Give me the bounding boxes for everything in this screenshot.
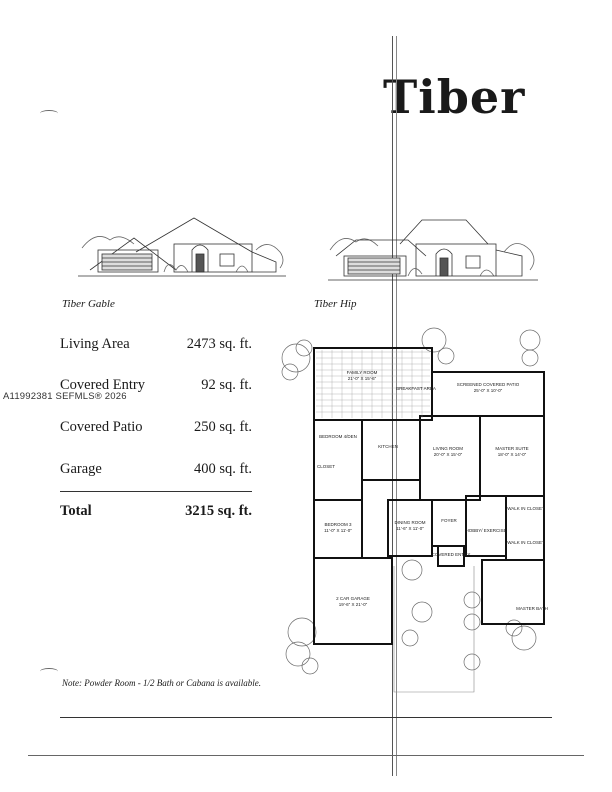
room-dims-living: 20'-0" X 15'-0" — [434, 452, 463, 457]
spec-label: Living Area — [60, 336, 130, 352]
spec-row-living-area: Living Area 2473 sq. ft. — [60, 336, 252, 358]
room-label-covered-entry: COVERED ENTRY — [432, 552, 471, 557]
room-dims-master: 18'-0" X 14'-0" — [498, 452, 527, 457]
plan-note: Note: Powder Room - 1/2 Bath or Cabana i… — [62, 678, 261, 688]
total-label: Total — [60, 503, 92, 519]
room-label-living: LIVING ROOM — [433, 446, 463, 451]
room-label-walkin-1: WALK IN CLOSET — [507, 506, 545, 511]
footer-rule — [28, 755, 584, 756]
room-label-closet: CLOSET — [317, 464, 335, 469]
spec-row-covered-patio: Covered Patio 250 sq. ft. — [60, 419, 252, 441]
spec-label: Covered Patio — [60, 419, 143, 435]
room-label-family: FAMILY ROOM — [347, 370, 378, 375]
total-divider — [60, 491, 252, 492]
room-label-master: MASTER SUITE — [495, 446, 528, 451]
footer-rule — [60, 717, 552, 718]
spec-value: 92 sq. ft. — [201, 377, 252, 393]
room-label-kitchen: KITCHEN — [378, 444, 398, 449]
spec-label: Garage — [60, 461, 102, 477]
room-label-bedroom4: BEDROOM 4/DEN — [319, 434, 357, 439]
scan-mark — [40, 110, 58, 117]
total-value: 3215 sq. ft. — [185, 503, 252, 519]
room-label-dining: DINING ROOM — [395, 520, 426, 525]
room-dims-bedroom3: 11'-0" X 11'-0" — [324, 528, 352, 533]
room-dims-dining: 11'-6" X 11'-0" — [396, 526, 424, 531]
room-dims-family: 21'-0" X 15'-6" — [348, 376, 377, 381]
spec-row-covered-entry: Covered Entry 92 sq. ft. — [60, 377, 252, 399]
room-label-hobby: HOBBY/ EXERCISE — [465, 528, 506, 533]
room-label-bedroom3: BEDROOM 3 — [324, 522, 352, 527]
room-label-master-bath: MASTER BATH — [516, 606, 548, 611]
elevation-gable-sketch — [78, 217, 286, 277]
elevation-hip-sketch — [328, 219, 538, 281]
room-dims-patio: 25'-0" X 10'-0" — [474, 388, 503, 393]
spec-value: 250 sq. ft. — [194, 419, 252, 435]
elevation-caption-gable: Tiber Gable — [62, 298, 115, 310]
mls-watermark: A11992381 SEFMLS® 2026 — [3, 391, 127, 402]
room-dims-garage: 19'-6" X 21'-0" — [339, 602, 368, 607]
spec-row-total: Total 3215 sq. ft. — [60, 503, 252, 525]
elevation-caption-hip: Tiber Hip — [314, 298, 357, 310]
spec-label: Covered Entry — [60, 377, 145, 393]
page-title: Tiber — [383, 70, 526, 124]
room-label-breakfast: BREAKFAST AREA — [396, 386, 436, 391]
floor-plan: FAMILY ROOM 21'-0" X 15'-6" BREAKFAST AR… — [281, 327, 548, 693]
scan-mark — [40, 668, 58, 675]
room-label-foyer: FOYER — [441, 518, 457, 523]
spec-value: 2473 sq. ft. — [186, 336, 252, 352]
room-label-walkin-2: WALK IN CLOSET — [507, 540, 545, 545]
room-label-garage: 2 CAR GARAGE — [336, 596, 370, 601]
spec-row-garage: Garage 400 sq. ft. — [60, 461, 252, 483]
spec-value: 400 sq. ft. — [194, 461, 252, 477]
room-label-patio: SCREENED COVERED PATIO — [457, 382, 520, 387]
